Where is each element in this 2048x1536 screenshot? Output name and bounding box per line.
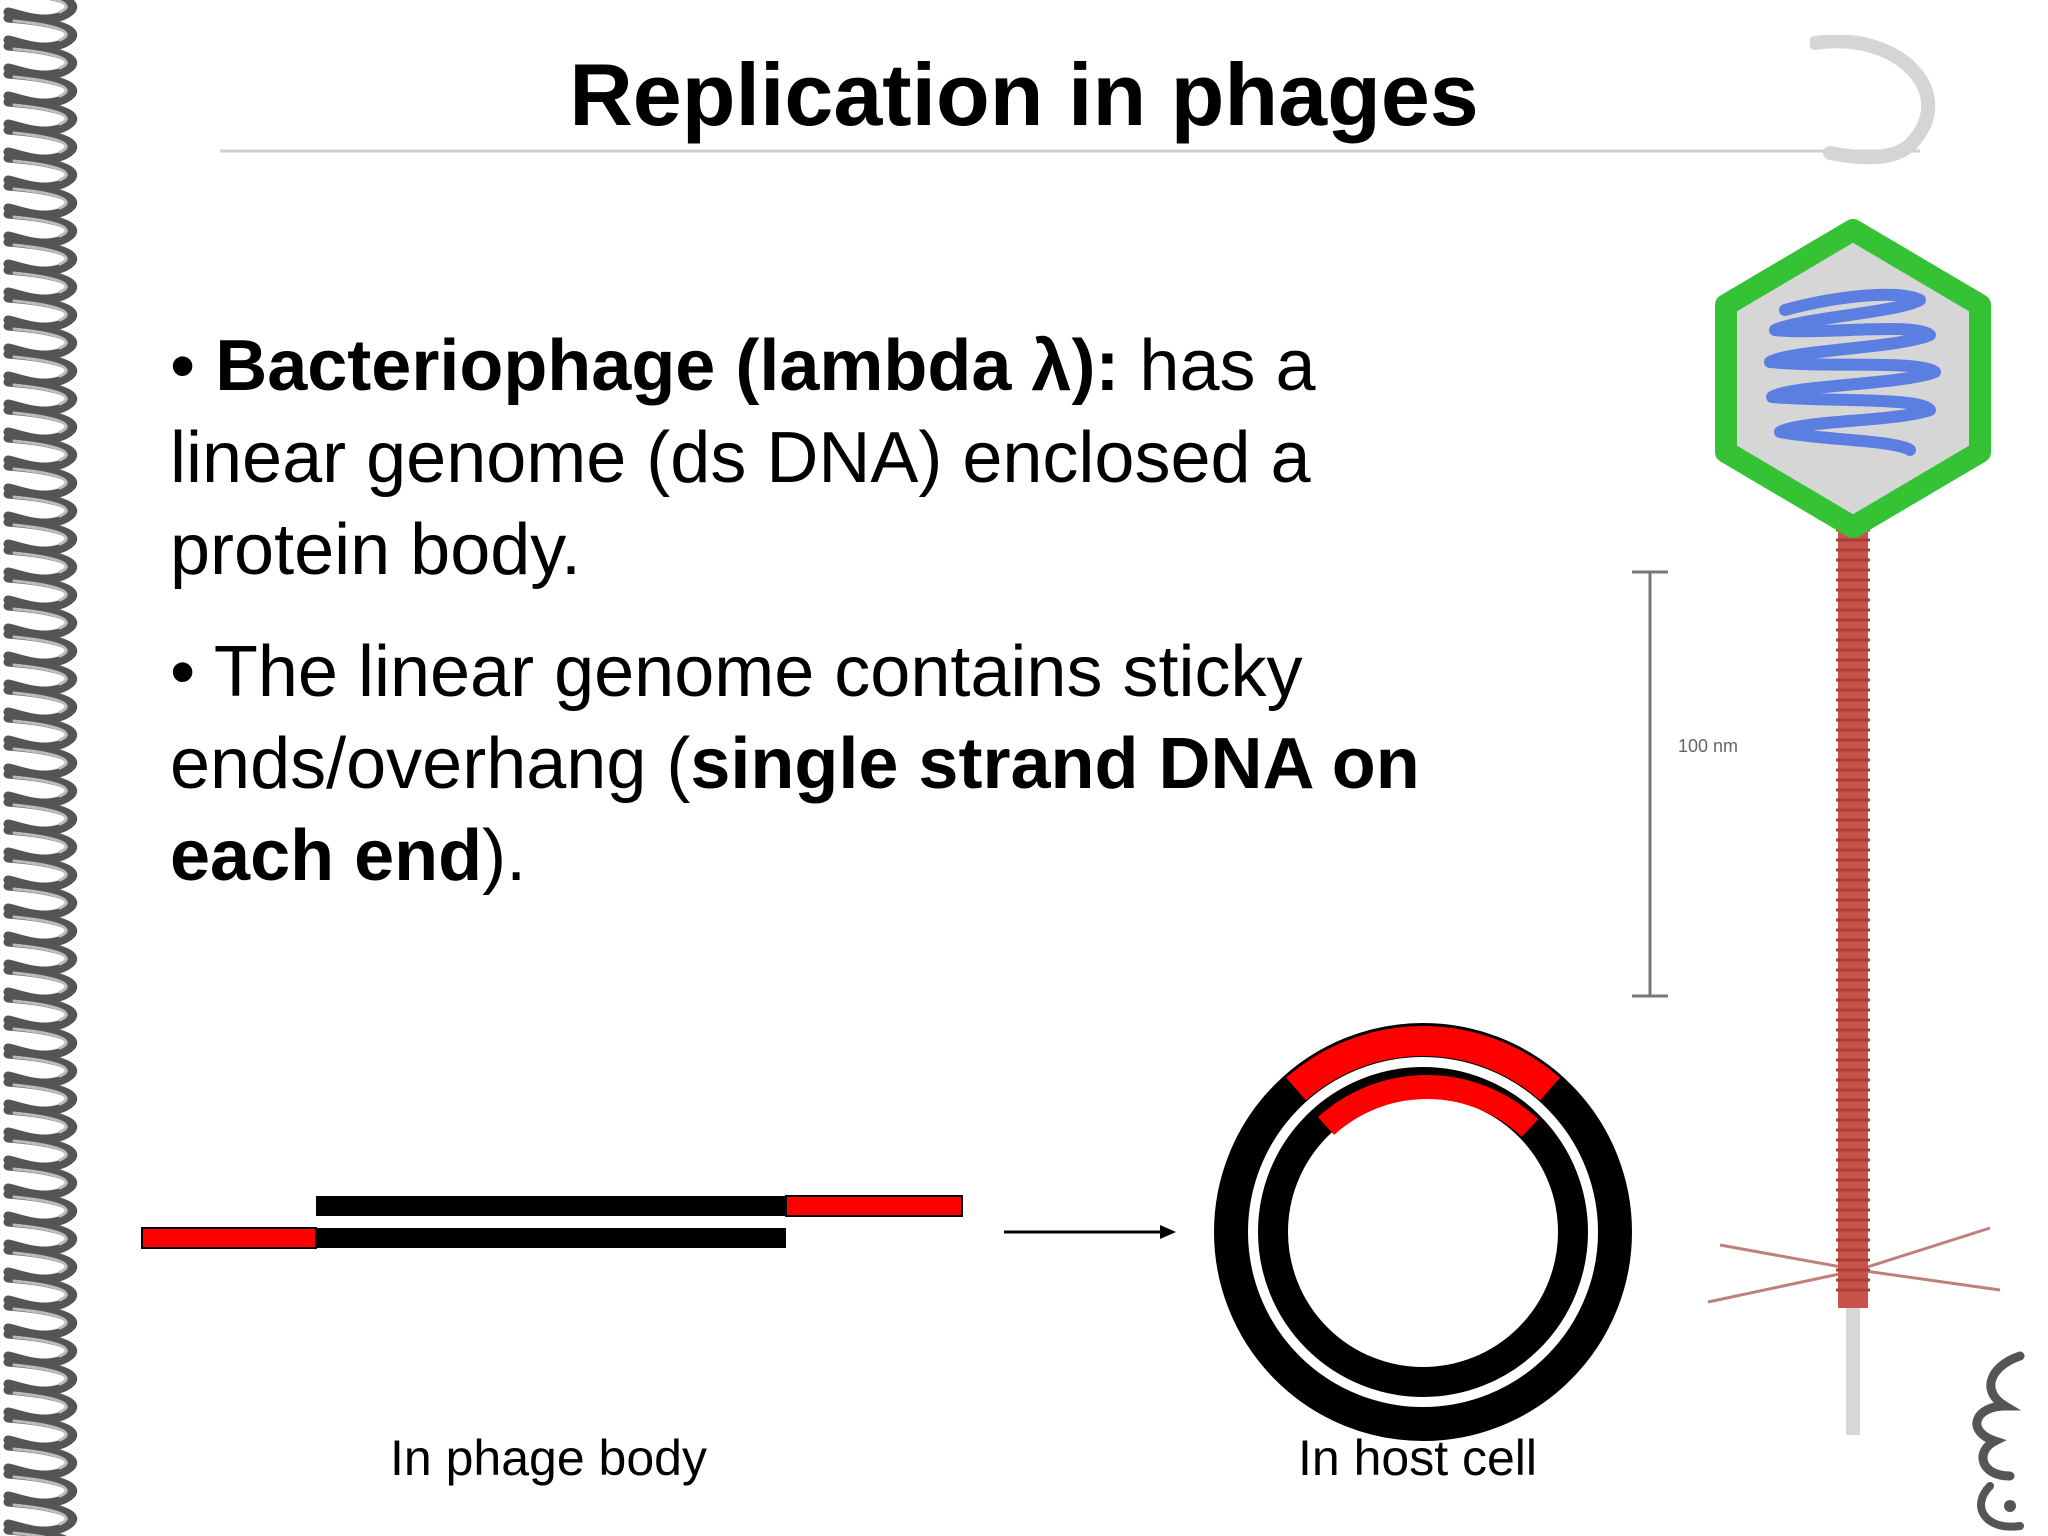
spiral-loop [3, 1525, 67, 1536]
caption-in-phage-body: In phage body [390, 1430, 707, 1486]
spiral-highlight [12, 1391, 68, 1414]
spiral-highlight [12, 1475, 68, 1498]
spiral-highlight [12, 411, 68, 434]
title-swoosh-decoration [1810, 35, 1936, 165]
linear-dna [141, 1195, 963, 1249]
spiral-highlight [12, 1307, 68, 1330]
spiral-highlight [12, 495, 68, 518]
spiral-highlight [12, 859, 68, 882]
scale-bar-label: 100 nm [1678, 736, 1738, 756]
inner-sticky-arc [1317, 1074, 1539, 1137]
spiral-highlight [12, 243, 68, 266]
spiral-highlight [12, 971, 68, 994]
tail-ridges [1836, 498, 1870, 1292]
top-strand [316, 1196, 786, 1216]
spiral-highlight [12, 299, 68, 322]
phage-genome-coil [1764, 288, 1941, 456]
bullet-1-part-1: • [170, 326, 216, 406]
top-sticky-end [785, 1195, 963, 1217]
bullet-1-part-3: has a linear genome (ds DNA) enclosed a … [170, 326, 1316, 590]
tail-end [1846, 1300, 1860, 1435]
spiral-highlight [12, 439, 68, 462]
spiral-highlight [12, 999, 68, 1022]
bullet-2-part-3: ). [482, 816, 527, 896]
institution-logo-mark [1972, 1351, 2025, 1531]
title-underline [220, 149, 1920, 153]
bottom-strand [316, 1228, 786, 1248]
spiral-highlight [12, 19, 68, 42]
spiral-highlight [12, 159, 68, 182]
phage-illustration [1707, 219, 2001, 1435]
spiral-binding-decoration [3, 0, 78, 1536]
spiral-highlight [12, 523, 68, 546]
slide-title-text: Replication in phages [569, 45, 1479, 144]
scale-bar: 100 nm [1632, 570, 1738, 998]
bullet-1-part-2: Bacteriophage (lambda λ): [215, 326, 1120, 406]
caption-in-host-cell: In host cell [1298, 1430, 1538, 1486]
spiral-highlight [12, 75, 68, 98]
spiral-highlight [12, 1027, 68, 1050]
spiral-highlight [12, 943, 68, 966]
spiral-highlight [12, 747, 68, 770]
spiral-highlight [12, 383, 68, 406]
bottom-sticky-end [141, 1227, 317, 1249]
spiral-highlight [12, 1447, 68, 1470]
spiral-highlight [12, 327, 68, 350]
body-text: • Bacteriophage (lambda λ): has a linear… [170, 320, 1490, 932]
bullet-lambda-genome: • Bacteriophage (lambda λ): has a linear… [170, 320, 1490, 596]
spiral-highlight [12, 579, 68, 602]
spiral-highlight [12, 1139, 68, 1162]
bullet-2-part-2: single strand DNA on each end [170, 724, 1420, 896]
spiral-highlight [12, 1111, 68, 1134]
bullet-2-part-1: • The linear genome contains sticky ends… [170, 632, 1303, 804]
spiral-highlight [12, 635, 68, 658]
spiral-highlight [12, 1335, 68, 1358]
spiral-highlight [12, 271, 68, 294]
spiral-highlight [12, 215, 68, 238]
arrow-linear-to-circular [1004, 1225, 1176, 1239]
spiral-highlight [12, 775, 68, 798]
spiral-highlight [12, 803, 68, 826]
spiral-highlight [12, 1167, 68, 1190]
spiral-highlight [12, 1083, 68, 1106]
spiral-highlight [12, 1195, 68, 1218]
phage-tail [1838, 478, 1868, 1308]
outer-sticky-arc [1286, 1026, 1560, 1101]
spiral-highlight [12, 1531, 47, 1536]
spiral-highlight [12, 355, 68, 378]
spiral-highlight [12, 187, 68, 210]
spiral-highlight [12, 719, 68, 742]
spiral-highlight [12, 607, 68, 630]
spiral-highlight [12, 915, 68, 938]
spiral-highlight [12, 467, 68, 490]
spiral-highlight [12, 1251, 68, 1274]
spiral-highlight [12, 831, 68, 854]
spiral-highlight [50, 0, 68, 14]
spiral-highlight [12, 131, 68, 154]
circular-dna [1214, 1023, 1632, 1441]
spiral-highlight [12, 47, 68, 70]
spiral-highlight [12, 1223, 68, 1246]
spiral-highlight [12, 691, 68, 714]
tail-fibers [1707, 1226, 2001, 1304]
spiral-highlight [12, 1503, 68, 1526]
spiral-highlight [12, 1055, 68, 1078]
slide-title: Replication in phages [0, 40, 2048, 150]
spiral-highlight [12, 1419, 68, 1442]
spiral-highlight [12, 1279, 68, 1302]
spiral-highlight [12, 663, 68, 686]
spiral-highlight [12, 1363, 68, 1386]
spiral-highlight [12, 103, 68, 126]
bullet-sticky-ends: • The linear genome contains sticky ends… [170, 626, 1490, 902]
spiral-highlight [12, 887, 68, 910]
spiral-highlight [12, 551, 68, 574]
